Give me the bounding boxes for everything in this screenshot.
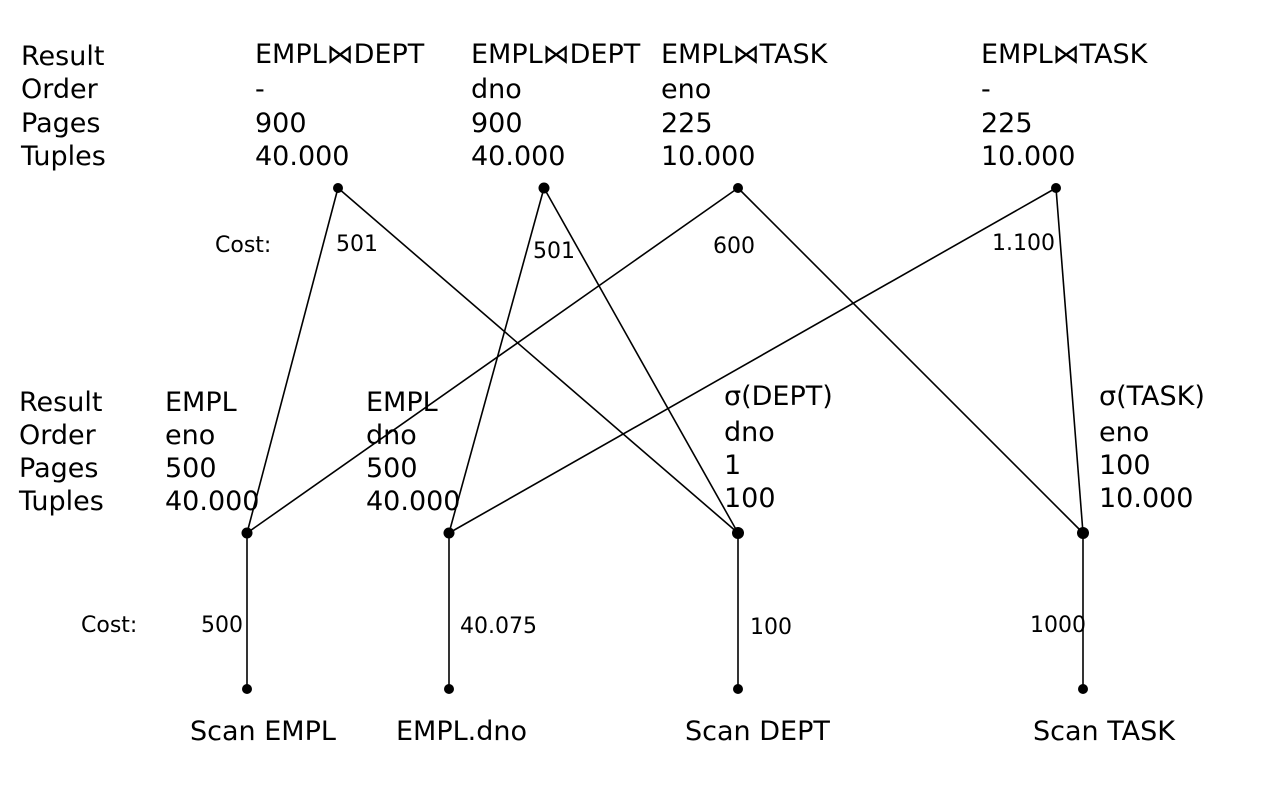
- top-label-pages: Pages: [21, 108, 100, 139]
- plan-nodes: [241, 182, 1089, 694]
- plan-order: eno: [1099, 417, 1149, 448]
- edge-join3-task: [737, 187, 1084, 534]
- plan-tuples: 40.000: [471, 141, 565, 172]
- plan-tuples: 40.000: [366, 486, 460, 517]
- cost-scan-task: 1000: [1030, 613, 1086, 638]
- top-plan-1: EMPL⋈DEPT - 900 40.000: [255, 39, 425, 172]
- plan-order: eno: [661, 74, 711, 105]
- plan-result: EMPL⋈DEPT: [471, 39, 641, 70]
- node-sigma-dept: [732, 527, 744, 539]
- plan-tuples: 10.000: [1099, 483, 1193, 514]
- plan-pages: 100: [1099, 450, 1151, 481]
- plan-edges: [246, 187, 1084, 689]
- cost-label: Cost:: [215, 233, 271, 258]
- top-label-order: Order: [21, 74, 99, 105]
- edge-join2-empl-dno: [448, 187, 545, 534]
- node-join-empl-task-unordered: [1051, 183, 1061, 193]
- leaf-index-empl-dno: EMPL.dno: [396, 716, 527, 747]
- plan-order: -: [981, 74, 991, 105]
- plan-result: EMPL: [366, 387, 438, 418]
- cost-scan-dept: 100: [750, 615, 792, 640]
- plan-pages: 1: [724, 450, 741, 481]
- edge-join4-task: [1055, 187, 1084, 534]
- mid-plan-4: σ(TASK) eno 100 10.000: [1099, 381, 1205, 514]
- leaf-labels: Scan EMPL EMPL.dno Scan DEPT Scan TASK: [190, 716, 1176, 747]
- plan-tuples: 10.000: [661, 141, 755, 172]
- node-empl-eno: [241, 527, 253, 539]
- node-join-empl-dept-unordered: [333, 183, 343, 193]
- leaf-scan-dept: Scan DEPT: [685, 716, 830, 747]
- mid-label-result: Result: [19, 387, 102, 418]
- node-scan-empl: [242, 684, 252, 694]
- edge-join1-dept: [337, 187, 739, 534]
- top-label-tuples: Tuples: [20, 141, 106, 172]
- plan-pages: 500: [165, 453, 217, 484]
- plan-result: σ(DEPT): [724, 381, 833, 412]
- leaf-scan-task: Scan TASK: [1033, 716, 1176, 747]
- top-costs: Cost: 501 501 600 1.100: [215, 231, 1055, 264]
- bottom-costs: Cost: 500 40.075 100 1000: [81, 613, 1086, 640]
- cost-index-empl-dno: 40.075: [460, 614, 537, 639]
- edge-join1-empl-eno: [246, 187, 339, 534]
- node-join-empl-dept-dno: [538, 182, 550, 194]
- cost-join-3: 600: [713, 234, 755, 259]
- edge-join2-dept: [543, 187, 739, 534]
- plan-result: EMPL⋈DEPT: [255, 39, 425, 70]
- plan-tuples: 40.000: [165, 486, 259, 517]
- node-scan-dept: [733, 684, 743, 694]
- plan-pages: 900: [471, 108, 523, 139]
- leaf-scan-empl: Scan EMPL: [190, 716, 336, 747]
- mid-label-pages: Pages: [19, 453, 98, 484]
- top-plan-3: EMPL⋈TASK eno 225 10.000: [661, 39, 829, 172]
- plan-order: eno: [165, 420, 215, 451]
- mid-plan-1: EMPL eno 500 40.000: [165, 387, 259, 517]
- plan-tuples: 100: [724, 483, 776, 514]
- mid-label-order: Order: [19, 420, 97, 451]
- plan-pages: 225: [661, 108, 713, 139]
- cost-label: Cost:: [81, 613, 137, 638]
- top-label-result: Result: [21, 41, 104, 72]
- plan-pages: 900: [255, 108, 307, 139]
- plan-tuples: 40.000: [255, 141, 349, 172]
- top-property-labels: Result Order Pages Tuples: [20, 41, 106, 172]
- cost-join-2: 501: [533, 239, 575, 264]
- edge-join3-empl-eno: [246, 187, 739, 534]
- plan-order: -: [255, 74, 265, 105]
- plan-pages: 225: [981, 108, 1033, 139]
- mid-property-labels: Result Order Pages Tuples: [18, 387, 104, 517]
- plan-result: EMPL: [165, 387, 237, 418]
- top-plan-4: EMPL⋈TASK - 225 10.000: [981, 39, 1149, 172]
- top-plan-2: EMPL⋈DEPT dno 900 40.000: [471, 39, 641, 172]
- plan-order: dno: [724, 417, 775, 448]
- plan-result: σ(TASK): [1099, 381, 1205, 412]
- node-empl-dno: [443, 527, 455, 539]
- cost-scan-empl: 500: [201, 613, 243, 638]
- edge-join4-empl-dno: [448, 187, 1057, 534]
- plan-tuples: 10.000: [981, 141, 1075, 172]
- plan-order: dno: [366, 420, 417, 451]
- mid-label-tuples: Tuples: [18, 486, 104, 517]
- plan-pages: 500: [366, 453, 418, 484]
- plan-result: EMPL⋈TASK: [661, 39, 829, 70]
- cost-join-1: 501: [336, 232, 378, 257]
- node-index-empl-dno: [444, 684, 454, 694]
- plan-order: dno: [471, 74, 522, 105]
- node-sigma-task: [1077, 527, 1089, 539]
- node-join-empl-task-eno: [733, 183, 743, 193]
- mid-plan-2: EMPL dno 500 40.000: [366, 387, 460, 517]
- cost-join-4: 1.100: [992, 231, 1055, 256]
- mid-plan-3: σ(DEPT) dno 1 100: [724, 381, 833, 514]
- node-scan-task: [1078, 684, 1088, 694]
- plan-result: EMPL⋈TASK: [981, 39, 1149, 70]
